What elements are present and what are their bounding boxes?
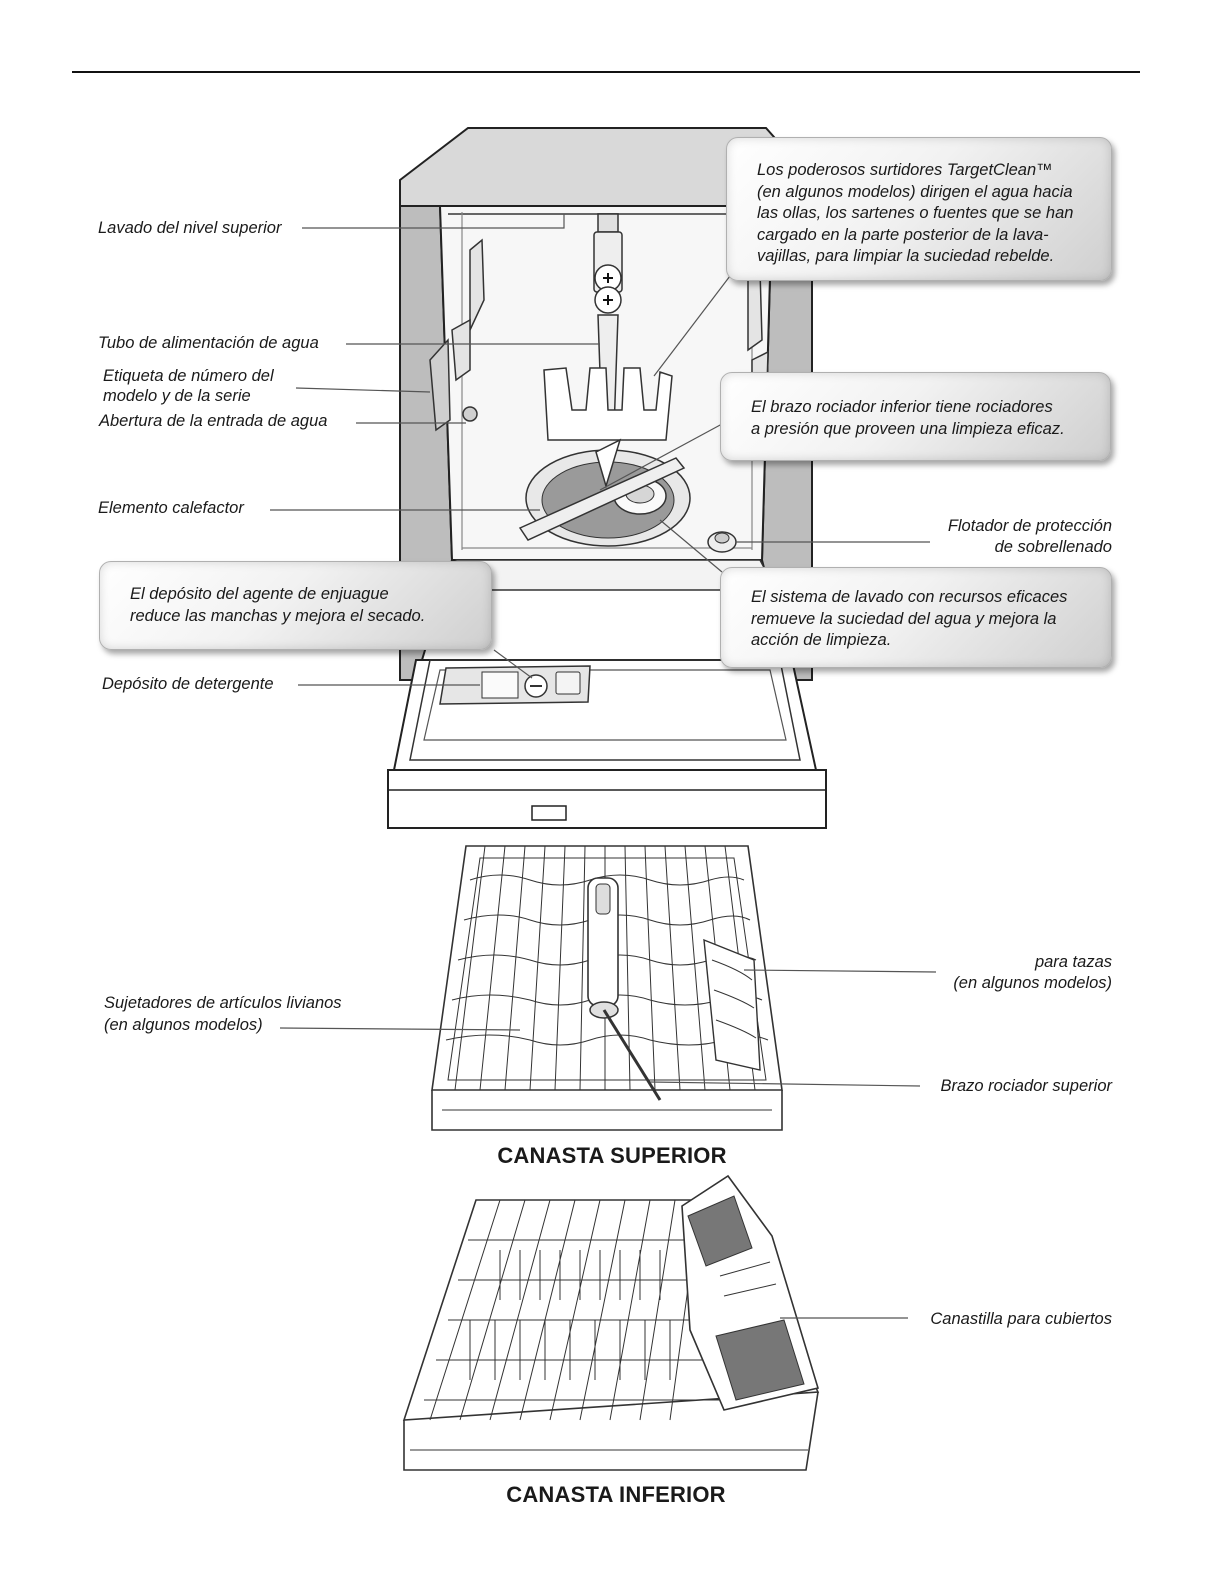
label-water-supply-tube: Tubo de alimentación de agua xyxy=(98,334,319,352)
leader-rinse-aid xyxy=(493,649,533,679)
label-model-serial-line2: modelo y de la serie xyxy=(103,387,251,405)
leader-lower-spray-arm xyxy=(599,423,723,491)
upper-rack-illustration xyxy=(431,845,783,1131)
leader-wash-system xyxy=(659,519,723,573)
callout-wash-system: El sistema de lavado con recursos eficac… xyxy=(720,567,1112,668)
callout-wash-system-line: acción de limpieza. xyxy=(751,631,892,649)
label-upper-level-wash: Lavado del nivel superior xyxy=(98,219,282,237)
leader-targetclean xyxy=(653,275,731,377)
leader-cup-shelf xyxy=(743,969,937,973)
label-cup-shelf-line2: (en algunos modelos) xyxy=(953,974,1112,992)
callout-targetclean: Los poderosos surtidores TargetClean™ (e… xyxy=(726,137,1112,281)
label-silverware-basket: Canastilla para cubiertos xyxy=(930,1310,1112,1328)
callout-targetclean-line: Los poderosos surtidores TargetClean™ xyxy=(757,161,1053,179)
callout-rinse-aid: El depósito del agente de enjuague reduc… xyxy=(99,561,492,650)
callout-rinse-aid-line: El depósito del agente de enjuague xyxy=(130,585,389,603)
label-heating-element: Elemento calefactor xyxy=(98,499,244,517)
heading-lower-rack: CANASTA INFERIOR xyxy=(506,1482,726,1507)
label-model-serial-line1: Etiqueta de número del xyxy=(103,367,274,385)
label-cup-shelf-line1: para tazas xyxy=(1034,953,1112,971)
callout-targetclean-line: (en algunos modelos) dirigen el agua hac… xyxy=(757,182,1073,201)
leader-upper-level-wash xyxy=(302,214,565,229)
callout-lower-spray-arm: El brazo rociador inferior tiene rociado… xyxy=(720,372,1111,461)
label-water-inlet-opening: Abertura de la entrada de agua xyxy=(99,412,328,430)
lower-rack-illustration xyxy=(402,1174,820,1471)
dishwasher-illustration xyxy=(387,127,827,829)
label-overfill-float-line1: Flotador de protección xyxy=(947,517,1112,535)
callout-targetclean-line: cargado en la parte posterior de la lava… xyxy=(757,225,1049,244)
callout-wash-system-line: El sistema de lavado con recursos eficac… xyxy=(751,588,1068,606)
callout-lower-spray-arm-line: El brazo rociador inferior tiene rociado… xyxy=(751,398,1053,416)
callout-wash-system-line: remueve la suciedad del agua y mejora la xyxy=(751,609,1057,628)
leader-light-item-clips xyxy=(279,1027,521,1031)
label-light-item-clips-line1: Sujetadores de artículos livianos xyxy=(104,994,342,1012)
label-detergent-dispenser: Depósito de detergente xyxy=(102,675,274,693)
label-light-item-clips-line2: (en algunos modelos) xyxy=(104,1016,263,1034)
callout-targetclean-line: las ollas, los sartenes o fuentes que se… xyxy=(757,204,1074,222)
heading-upper-rack: CANASTA SUPERIOR xyxy=(497,1143,727,1168)
label-overfill-float-line2: de sobrellenado xyxy=(994,538,1112,556)
callout-lower-spray-arm-line: a presión que proveen una limpieza efica… xyxy=(751,419,1065,438)
leader-upper-spray-arm xyxy=(649,1081,921,1087)
callout-targetclean-line: vajillas, para limpiar la suciedad rebel… xyxy=(757,247,1055,265)
callout-rinse-aid-line: reduce las manchas y mejora el secado. xyxy=(130,606,426,625)
leader-lines xyxy=(270,214,937,1319)
leader-model-serial-label xyxy=(295,387,431,393)
label-upper-spray-arm: Brazo rociador superior xyxy=(940,1077,1113,1095)
